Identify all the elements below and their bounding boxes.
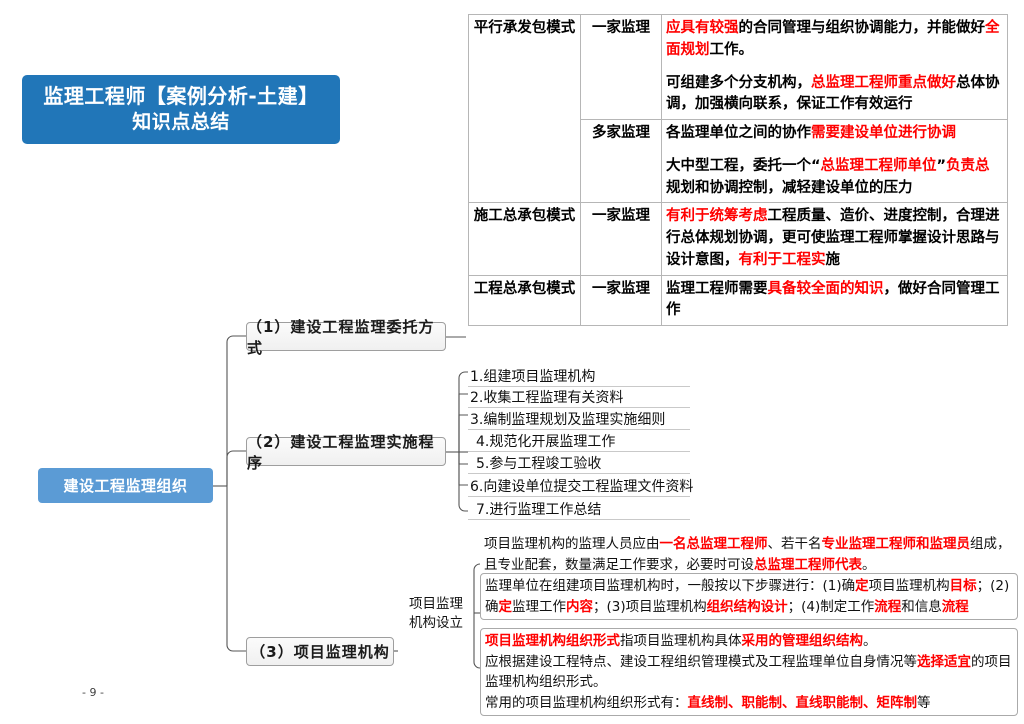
mindmap-branch-3-label: （3）项目监理机构 [250, 643, 390, 661]
detail-text: ；(2)确 [485, 578, 1010, 615]
table-cell-supervisor-count: 多家监理 [580, 118, 662, 204]
list-item[interactable]: 7.进行监理工作总结 [468, 499, 690, 520]
table-cell-mode: 工程总承包模式 [468, 274, 581, 326]
table-row: 多家监理各监理单位之间的协作需要建设单位进行协调大中型工程，委托一个“总监理工程… [469, 118, 1008, 204]
detail-text: 监理单位在组建项目监理机构时，一般按以下步骤进行：(1)确 [485, 578, 856, 594]
detail-text: 、若干名 [767, 536, 822, 552]
table-cell-supervisor-count: 一家监理 [580, 274, 662, 326]
mindmap-branch-2[interactable]: （2）建设工程监理实施程序 [246, 433, 446, 472]
title-line-2: 知识点总结 [132, 111, 230, 134]
detail-text: 组成，且专业配套，数量满足工作要求，必要时可设 [484, 536, 1011, 573]
table-row: 工程总承包模式一家监理监理工程师需要具备较全面的知识，做好合同管理工作 [468, 274, 1008, 326]
delegation-mode-table: 平行承发包模式一家监理应具有较强的合同管理与组织协调能力，并能做好全面规划工作。… [468, 13, 1008, 326]
highlighted-keyword: 选择适宜 [917, 653, 971, 670]
mindmap-node-project-supervision-setup[interactable]: 项目监理 机构设立 [398, 595, 474, 632]
highlighted-keyword: 一名总监理工程师 [659, 536, 768, 552]
detail-box-setup-steps: 监理单位在组建项目监理机构时，一般按以下步骤进行：(1)确定项目监理机构目标；(… [480, 573, 1018, 621]
table-cell-supervisor-count: 一家监理 [580, 202, 662, 276]
detail-box-personnel: 项目监理机构的监理人员应由一名总监理工程师、若干名专业监理工程师和监理员组成，且… [480, 532, 1018, 577]
table-row: 平行承发包模式一家监理应具有较强的合同管理与组织协调能力，并能做好全面规划工作。… [468, 13, 1008, 204]
detail-text: 。 [863, 633, 877, 649]
highlighted-keyword: 总监理工程师代表 [754, 556, 862, 573]
list-item[interactable]: 3.编制监理规划及监理实施细则 [468, 409, 690, 430]
mindmap-branch-3[interactable]: （3）项目监理机构 [246, 637, 394, 666]
detail-text: 常用的项目监理机构组织形式有： [485, 694, 688, 711]
table-cell-paragraph: 大中型工程，委托一个“总监理工程师单位”负责总规划和协调控制，减轻建设单位的压力 [666, 157, 990, 196]
mindmap-branch-1-label: （1）建设工程监理委托方式 [247, 317, 435, 357]
detail-box-organization-forms: 项目监理机构组织形式指项目监理机构具体采用的管理组织结构。应根据建设工程特点、建… [480, 628, 1018, 717]
list-item[interactable]: 2.收集工程监理有关资料 [468, 387, 690, 408]
setup-label-line-2: 机构设立 [409, 614, 463, 631]
list-item[interactable]: 5.参与工程竣工验收 [468, 453, 690, 474]
table-cell-description: 各监理单位之间的协作需要建设单位进行协调大中型工程，委托一个“总监理工程师单位”… [661, 118, 1008, 204]
detail-text: 应根据建设工程特点、建设工程组织管理模式及工程监理单位自身情况等 [485, 653, 917, 670]
table-cell-paragraph: 有利于统筹考虑工程质量、造价、进度控制，合理进行总体规划协调，更可使监理工程师掌… [666, 208, 1000, 268]
table-cell-paragraph: 可组建多个分支机构，总监理工程师重点做好总体协调，加强横向联系，保证工作有效运行 [666, 74, 1000, 113]
detail-text: 等 [917, 694, 931, 711]
table-row: 施工总承包模式一家监理有利于统筹考虑工程质量、造价、进度控制，合理进行总体规划协… [468, 202, 1008, 276]
detail-text: 指项目监理机构具体 [620, 633, 742, 649]
table-cell-paragraph: 应具有较强的合同管理与组织协调能力，并能做好全面规划工作。 [666, 20, 1000, 58]
table-body: 平行承发包模式一家监理应具有较强的合同管理与组织协调能力，并能做好全面规划工作。… [468, 13, 1008, 326]
highlighted-keyword: 组织结构设计 [706, 598, 788, 615]
mindmap-branch-1[interactable]: （1）建设工程监理委托方式 [246, 318, 446, 357]
page-number: - 9 - [82, 686, 104, 699]
detail-text: ；(4)制定工作 [787, 598, 875, 615]
highlighted-keyword: 内容 [566, 598, 593, 615]
list-item[interactable]: 6.向建设单位提交工程监理文件资料 [468, 476, 693, 497]
table-cell-description: 有利于统筹考虑工程质量、造价、进度控制，合理进行总体规划协调，更可使监理工程师掌… [661, 202, 1008, 276]
detail-text: 监理工作 [512, 598, 566, 615]
highlighted-keyword: 目标 [949, 578, 977, 594]
detail-text: 和信息 [901, 598, 942, 615]
highlighted-keyword: 直线制、职能制、直线职能制、矩阵制 [687, 694, 918, 711]
detail-text: 项目监理机构的监理人员应由 [484, 536, 660, 552]
highlighted-keyword: 定 [498, 598, 513, 615]
highlighted-keyword: 定 [855, 578, 869, 594]
list-item[interactable]: 4.规范化开展监理工作 [468, 431, 690, 452]
mindmap-root-node[interactable]: 建设工程监理组织 [38, 468, 213, 503]
table-cell-description: 监理工程师需要具备较全面的知识，做好合同管理工作 [661, 274, 1008, 326]
detail-text: ；(3)项目监理机构 [593, 598, 707, 615]
detail-text: 。 [862, 556, 876, 573]
table-cell-paragraph: 监理工程师需要具备较全面的知识，做好合同管理工作 [666, 280, 1000, 319]
highlighted-keyword: 流程 [941, 598, 969, 615]
setup-label-line-1: 项目监理 [409, 596, 463, 612]
highlighted-keyword: 流程 [874, 598, 902, 615]
highlighted-keyword: 项目监理机构组织形式 [485, 633, 620, 649]
table-cell-mode: 平行承发包模式 [468, 13, 581, 204]
detail-text: 的项目监理机构组织形式。 [485, 653, 1012, 691]
table-cell-description: 应具有较强的合同管理与组织协调能力，并能做好全面规划工作。可组建多个分支机构，总… [661, 14, 1008, 120]
list-item[interactable]: 1.组建项目监理机构 [468, 366, 690, 387]
highlighted-keyword: 专业监理工程师和监理员 [821, 536, 971, 552]
title-line-1: 监理工程师【案例分析-土建】 [43, 84, 319, 109]
presentation-title-banner: 监理工程师【案例分析-土建】 知识点总结 [22, 75, 340, 144]
table-cell-supervisor-count: 一家监理 [580, 14, 662, 120]
detail-text: 项目监理机构 [868, 578, 950, 594]
mindmap-branch-2-label: （2）建设工程监理实施程序 [247, 432, 435, 472]
table-cell-paragraph: 各监理单位之间的协作需要建设单位进行协调 [666, 125, 956, 141]
table-cell-mode: 施工总承包模式 [468, 202, 581, 276]
highlighted-keyword: 采用的管理组织结构 [741, 633, 864, 649]
